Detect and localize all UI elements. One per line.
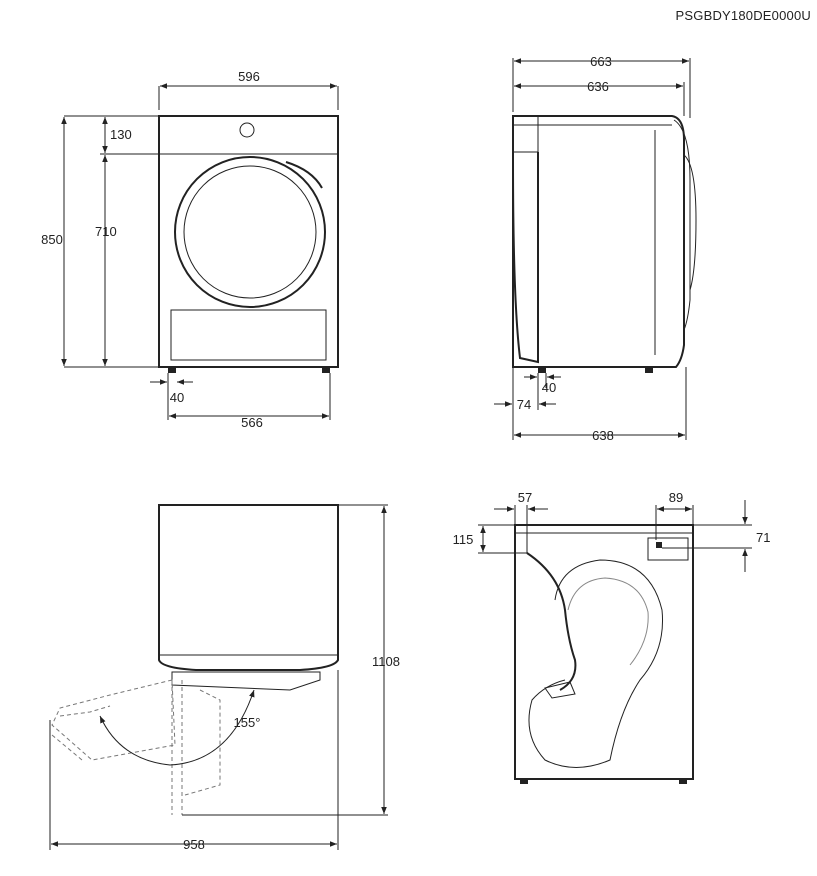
- door-edge-dashed: [171, 680, 183, 815]
- open-depth-label: 958: [183, 837, 205, 852]
- drain-outlet-icon: [656, 542, 662, 548]
- door-ring-icon: [174, 156, 326, 308]
- front-width-label: 596: [238, 69, 260, 84]
- cable-clip-icon: [544, 681, 576, 699]
- door-open-view: 1108 155° 958: [49, 504, 400, 852]
- hose-drop-label: 115: [453, 532, 474, 547]
- open-angle-label: 155°: [234, 715, 261, 730]
- model-code: PSGBDY180DE0000U: [675, 8, 811, 23]
- total-height-label: 850: [41, 232, 63, 247]
- side-foot-offset-label: 40: [542, 380, 556, 395]
- side-top-bracket: [512, 115, 539, 153]
- side-rear-panel: [512, 152, 539, 364]
- rear-cabinet: [514, 524, 694, 780]
- door-bulge: [683, 154, 697, 291]
- side-cabinet: [512, 115, 685, 368]
- door-handle-icon: [285, 161, 323, 189]
- front-foot-left: [168, 367, 176, 373]
- door-profile: [673, 119, 691, 331]
- outlet-box: [647, 537, 689, 561]
- door-swing-dashed: [184, 689, 221, 796]
- foot-span-label: 566: [241, 415, 263, 430]
- rear-drum-inner: [567, 577, 649, 666]
- door-glass-icon: [183, 165, 317, 299]
- side-view: 663 636 40 74 638: [494, 54, 697, 443]
- total-depth-label: 663: [590, 54, 612, 69]
- program-knob-icon: [239, 122, 255, 138]
- rear-foot-left: [520, 779, 528, 784]
- door-height-label: 710: [95, 224, 117, 239]
- rear-offset-label: 74: [517, 397, 531, 412]
- side-foot-front: [645, 367, 653, 373]
- top-view-cabinet: [158, 504, 339, 671]
- hose-left-label: 57: [518, 490, 532, 505]
- rear-view: 57 89 115 71: [453, 490, 770, 784]
- outlet-drop-label: 71: [756, 530, 770, 545]
- rear-foot-right: [679, 779, 687, 784]
- front-foot-offset-label: 40: [170, 390, 184, 405]
- open-angle-arc: [99, 689, 255, 766]
- open-door-outline: [51, 679, 176, 761]
- body-depth-label: 636: [587, 79, 609, 94]
- front-view: 596 130 710 850 40 566: [41, 69, 339, 430]
- front-cabinet: [158, 115, 339, 368]
- power-cable: [526, 552, 577, 691]
- door-hinge-base: [171, 671, 321, 691]
- open-door-detail: [51, 705, 111, 761]
- top-panel-label: 130: [110, 127, 132, 142]
- hose-right-label: 89: [669, 490, 683, 505]
- water-container-drawer: [170, 309, 327, 361]
- rear-drum-outline: [528, 559, 664, 768]
- floor-depth-label: 638: [592, 428, 614, 443]
- front-foot-right: [322, 367, 330, 373]
- side-foot-rear: [538, 367, 546, 373]
- open-height-label: 1108: [372, 654, 400, 669]
